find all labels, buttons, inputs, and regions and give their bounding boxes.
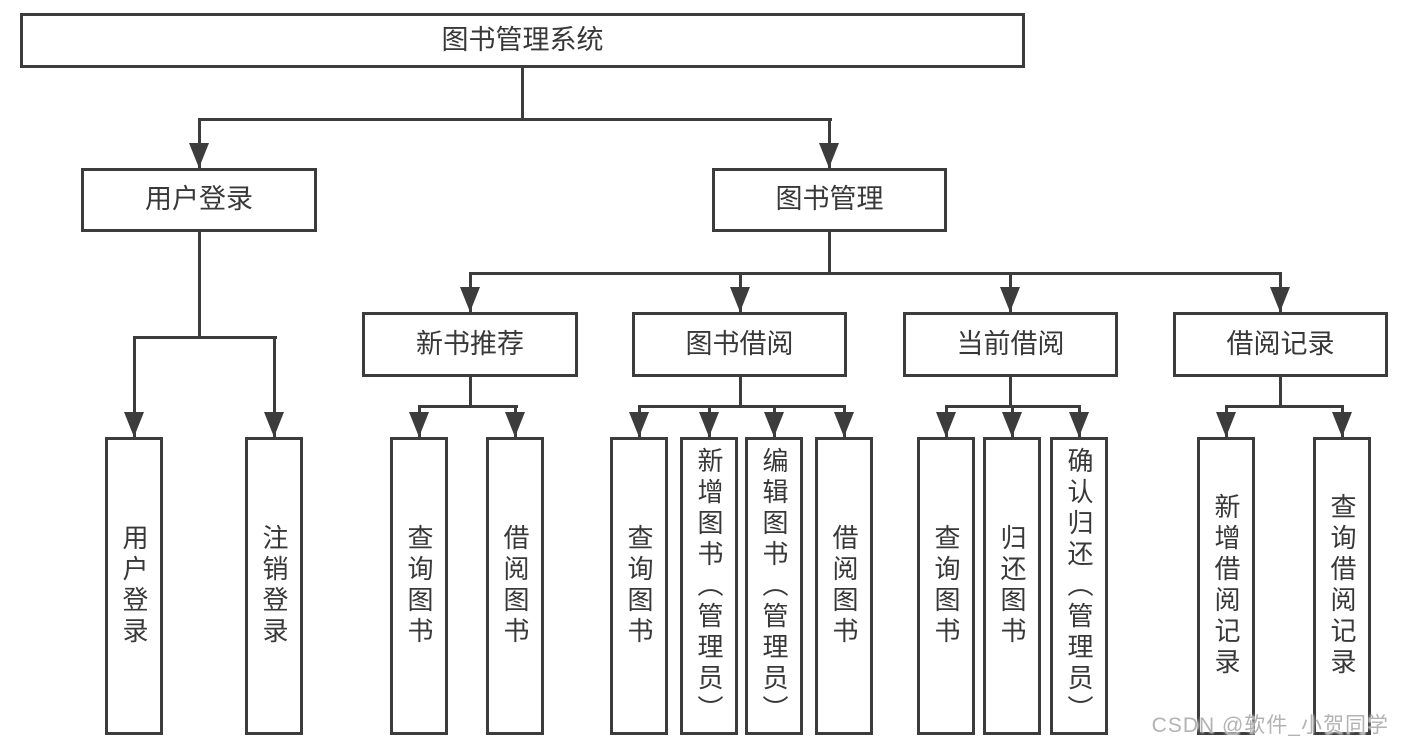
connector-stem [198,232,201,339]
leaf-borrow-book: 借阅图书 [815,437,873,735]
arrowhead [1270,287,1290,312]
arrowhead [505,412,525,437]
leaf-query-book-borrowing: 查询图书 [610,437,668,735]
connector-hbar [1225,405,1344,408]
connector-hbar [418,405,518,408]
connector-hbar [133,336,277,339]
connector-drop [133,336,136,437]
arrowhead [730,287,750,312]
leaf-edit-book-admin: 编辑图书（管理员） [745,437,803,735]
node-user-login: 用户登录 [81,168,317,232]
arrowhead [834,412,854,437]
arrowhead [189,143,209,168]
node-book-borrowing: 图书借阅 [632,312,847,377]
leaf-query-book-current: 查询图书 [917,437,975,735]
connector-root-stem [521,68,524,121]
arrowhead [699,412,719,437]
leaf-return-book: 归还图书 [983,437,1041,735]
arrowhead [124,412,144,437]
node-current-borrowing: 当前借阅 [903,312,1118,377]
leaf-logout: 注销登录 [245,437,303,735]
connector-stem [469,377,472,408]
connector-hbar [469,272,1282,275]
arrowhead [1332,412,1352,437]
arrowhead [264,412,284,437]
csdn-watermark: CSDN @软件_小贺同学 [1151,714,1389,737]
arrowhead [936,412,956,437]
arrowhead [764,412,784,437]
arrowhead [460,287,480,312]
arrowhead [409,412,429,437]
arrowhead [629,412,649,437]
leaf-confirm-return-admin: 确认归还（管理员） [1050,437,1108,735]
leaf-add-borrow-record: 新增借阅记录 [1197,437,1255,735]
connector-stem [1009,377,1012,408]
connector-stem [1279,377,1282,408]
connector-drop [273,336,276,437]
arrowhead [1000,287,1020,312]
connector-stem [739,377,742,408]
arrowhead [819,143,839,168]
connector-root-hbar [198,118,832,121]
node-borrowing-records: 借阅记录 [1173,312,1388,377]
leaf-borrow-book-recommend: 借阅图书 [486,437,544,735]
node-new-book-recommend: 新书推荐 [362,312,578,377]
node-library-system: 图书管理系统 [20,13,1025,68]
leaf-user-login: 用户登录 [105,437,163,735]
arrowhead [1002,412,1022,437]
arrowhead [1069,412,1089,437]
connector-hbar [638,405,846,408]
leaf-query-borrow-record: 查询借阅记录 [1313,437,1371,735]
arrowhead [1216,412,1236,437]
leaf-query-book-recommend: 查询图书 [390,437,448,735]
leaf-add-book-admin: 新增图书（管理员） [680,437,738,735]
connector-stem [828,232,831,275]
node-book-management: 图书管理 [712,168,947,232]
